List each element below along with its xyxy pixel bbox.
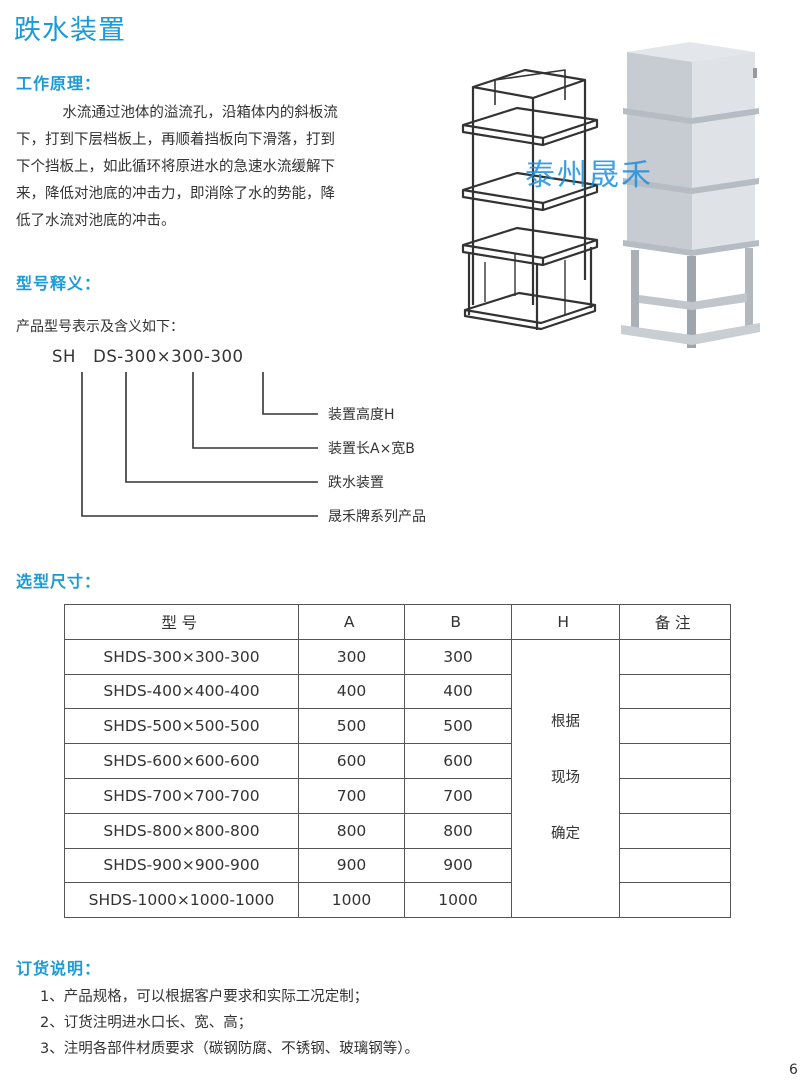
model-intro: 产品型号表示及含义如下：	[16, 319, 184, 335]
h-note-line: 现场	[551, 770, 580, 787]
table-row: SHDS-600×600-600 600 600	[64, 743, 731, 779]
principle-line: 水流通过池体的溢流孔，沿箱体内的斜板流	[62, 105, 338, 121]
cell-model: SHDS-800×800-800	[64, 812, 299, 849]
cell-a: 300	[298, 638, 405, 675]
cell-b: 300	[404, 638, 512, 675]
spec-table: 型号 A B H 备注 SHDS-300×300-300 300 300 根据 …	[64, 604, 731, 919]
principle-line: 下个挡板上，如此循环将原进水的急速水流缓解下	[16, 159, 335, 175]
ordering-item: 1、产品规格，可以根据客户要求和实际工况定制；	[40, 989, 369, 1005]
model-code: SH DS-300×300-300	[52, 347, 244, 366]
h-note-line: 确定	[551, 826, 580, 843]
cell-b: 800	[404, 812, 512, 849]
principle-paragraph: 水流通过池体的溢流孔，沿箱体内的斜板流 下，打到下层档板上，再顺着挡板向下滑落，…	[16, 100, 416, 235]
cell-b: 500	[404, 708, 512, 745]
table-row: SHDS-400×400-400 400 400	[64, 673, 731, 710]
legend-height: 装置高度H	[328, 407, 395, 423]
col-header-a: A	[298, 604, 405, 640]
metal-unit-illustration	[621, 42, 760, 348]
ordering-item: 2、订货注明进水口长、宽、高；	[40, 1015, 253, 1031]
cell-remark	[619, 882, 731, 919]
page-number: 6	[789, 1062, 798, 1078]
line-drawing-illustration	[461, 68, 599, 331]
cell-remark	[619, 708, 731, 745]
ordering-heading: 订货说明：	[16, 959, 102, 978]
cell-a: 400	[298, 673, 405, 710]
ordering-list: 1、产品规格，可以根据客户要求和实际工况定制； 2、订货注明进水口长、宽、高； …	[40, 984, 419, 1062]
legend-device: 跌水装置	[328, 475, 384, 491]
cell-remark	[619, 673, 731, 710]
cell-remark	[619, 743, 731, 779]
cell-remark	[619, 638, 731, 675]
cell-a: 800	[298, 812, 405, 849]
cell-b: 700	[404, 777, 512, 814]
legend-series: 晟禾牌系列产品	[328, 509, 426, 525]
col-header-h: H	[511, 604, 620, 640]
table-row: SHDS-800×800-800 800 800	[64, 812, 731, 849]
cell-a: 900	[298, 847, 405, 884]
table-row: SHDS-500×500-500 500 500	[64, 708, 731, 745]
model-bracket-lines	[81, 372, 318, 517]
cell-model: SHDS-500×500-500	[64, 708, 299, 745]
col-header-model: 型号	[64, 604, 299, 640]
product-illustrations	[461, 42, 760, 348]
principle-heading: 工作原理：	[16, 74, 102, 93]
cell-model: SHDS-900×900-900	[64, 847, 299, 884]
cell-b: 1000	[404, 882, 512, 919]
cell-a: 1000	[298, 882, 405, 919]
cell-remark	[619, 847, 731, 884]
table-row: SHDS-900×900-900 900 900	[64, 847, 731, 884]
cell-model: SHDS-400×400-400	[64, 673, 299, 710]
col-header-b: B	[404, 604, 512, 640]
watermark-text: 泰州晟禾	[525, 158, 653, 193]
table-row: SHDS-300×300-300 300 300 根据 现场 确定	[64, 638, 731, 919]
cell-a: 600	[298, 743, 405, 779]
principle-line: 低了水流对池底的冲击。	[16, 213, 176, 229]
cell-b: 600	[404, 743, 512, 779]
cell-model: SHDS-300×300-300	[64, 638, 299, 675]
cell-a: 700	[298, 777, 405, 814]
col-header-remark: 备注	[619, 604, 731, 640]
legend-length-width: 装置长A×宽B	[328, 441, 415, 457]
ordering-item: 3、注明各部件材质要求（碳钢防腐、不锈钢、玻璃钢等）。	[40, 1041, 419, 1057]
cell-model: SHDS-600×600-600	[64, 743, 299, 779]
table-header-row: 型号 A B H 备注	[64, 604, 731, 640]
cell-remark	[619, 777, 731, 814]
selection-heading: 选型尺寸：	[16, 572, 102, 591]
cell-model: SHDS-700×700-700	[64, 777, 299, 814]
page-title: 跌水装置	[14, 15, 126, 46]
h-note-line: 根据	[551, 714, 580, 731]
principle-line: 下，打到下层档板上，再顺着挡板向下滑落，打到	[16, 132, 335, 148]
cell-b: 400	[404, 673, 512, 710]
model-heading: 型号释义：	[16, 274, 102, 293]
cell-h-note: 根据 现场 确定	[511, 638, 620, 919]
table-row: SHDS-700×700-700 700 700	[64, 777, 731, 814]
cell-a: 500	[298, 708, 405, 745]
cell-model: SHDS-1000×1000-1000	[64, 882, 299, 919]
principle-line: 来，降低对池底的冲击力，即消除了水的势能，降	[16, 186, 335, 202]
cell-b: 900	[404, 847, 512, 884]
cell-remark	[619, 812, 731, 849]
table-row: SHDS-1000×1000-1000 1000 1000	[64, 882, 731, 919]
